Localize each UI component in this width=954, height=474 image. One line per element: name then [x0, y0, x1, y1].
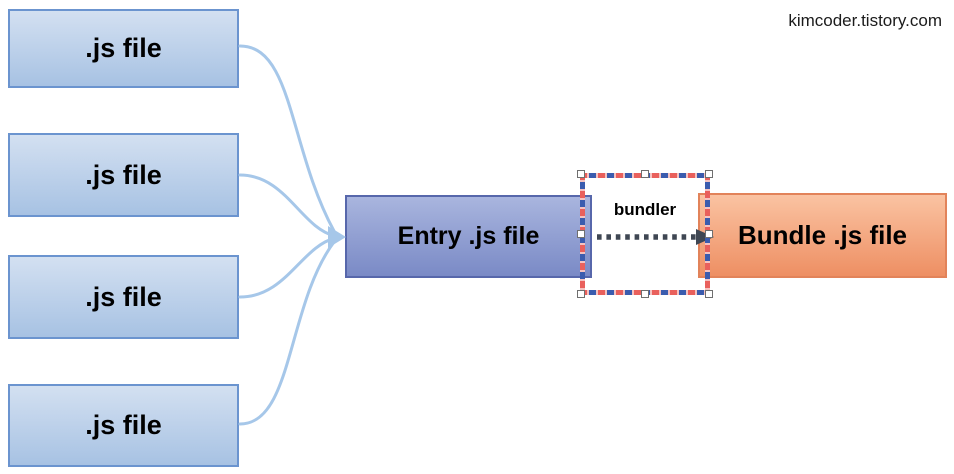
source-js-file-label: .js file — [85, 159, 162, 190]
selection-handle-bottom-middle[interactable] — [641, 290, 649, 298]
selection-handle-middle-right[interactable] — [705, 230, 713, 238]
bundler-selection-box[interactable]: bundler — [577, 170, 713, 298]
source-js-file-label: .js file — [85, 281, 162, 312]
connector-arrowhead-icon — [328, 226, 346, 248]
source-js-file-label: .js file — [85, 33, 162, 63]
entry-js-file-label: Entry .js file — [397, 222, 540, 250]
selection-handle-top-left[interactable] — [577, 170, 585, 178]
entry-js-file-box[interactable]: Entry .js file — [345, 195, 592, 278]
source-js-file-box-3[interactable]: .js file — [8, 255, 239, 339]
watermark: kimcoder.tistory.com — [788, 11, 942, 30]
bundler-label: bundler — [613, 200, 677, 219]
bundle-js-file-label: Bundle .js file — [737, 220, 908, 250]
selection-handle-bottom-left[interactable] — [577, 290, 585, 298]
bundle-js-file-box[interactable]: Bundle .js file — [698, 193, 947, 278]
curved-connector-2 — [238, 173, 337, 238]
selection-handle-middle-left[interactable] — [577, 230, 585, 238]
curved-connector-1 — [238, 44, 336, 233]
source-js-file-label: .js file — [85, 410, 162, 440]
selection-handle-bottom-right[interactable] — [705, 290, 713, 298]
selection-handle-top-right[interactable] — [705, 170, 713, 178]
selection-handle-top-middle[interactable] — [641, 170, 649, 178]
curved-connector-3 — [238, 236, 337, 299]
source-js-file-box-2[interactable]: .js file — [8, 133, 239, 217]
source-js-file-box-1[interactable]: .js file — [8, 9, 239, 88]
source-js-file-box-4[interactable]: .js file — [8, 384, 239, 467]
curved-connector-4 — [238, 240, 336, 426]
